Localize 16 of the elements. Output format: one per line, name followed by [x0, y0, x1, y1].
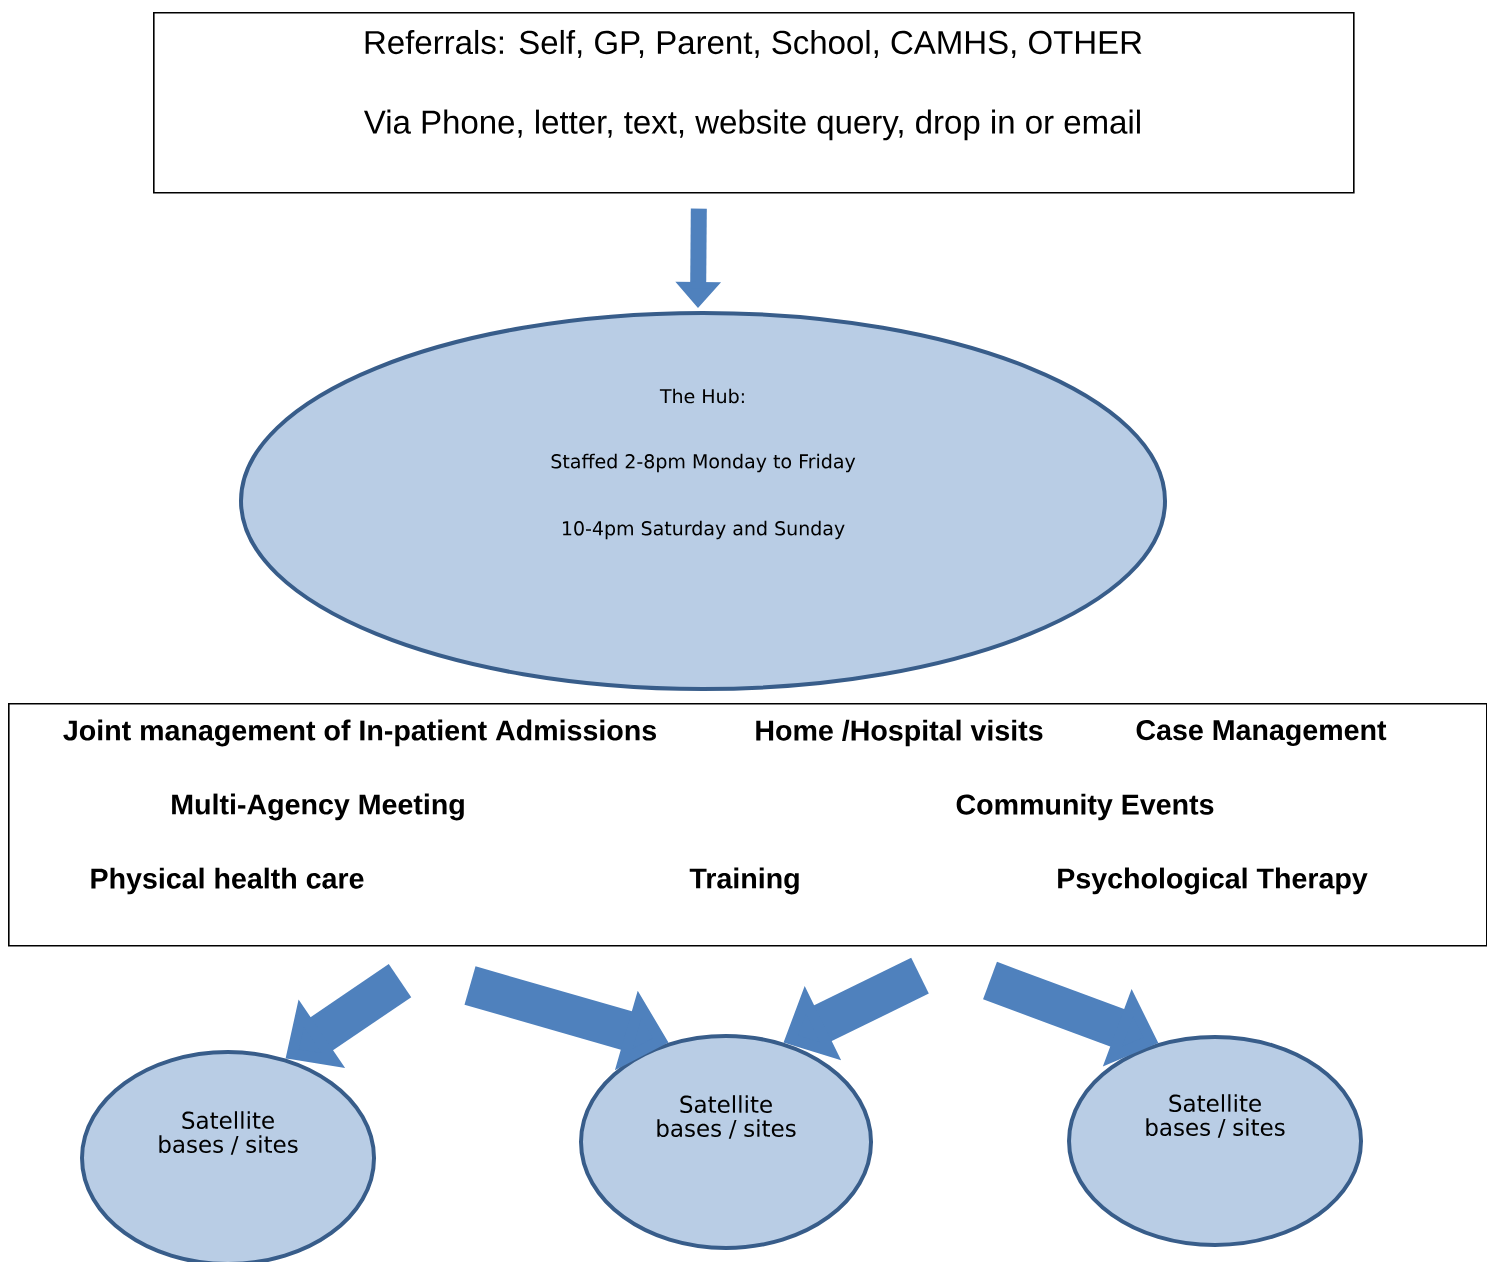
hub-text: The Hub:	[659, 388, 744, 404]
hub-text: 10-4pm Saturday and Sunday	[563, 520, 845, 540]
referral-box	[153, 12, 1355, 194]
service-label: Training	[689, 867, 799, 895]
services-box	[8, 703, 1487, 947]
service-label: Community Events	[956, 793, 1214, 821]
hub-ellipse	[239, 311, 1167, 691]
referral-text: Referrals: Self, GP, Parent, School, CAMHS, OTHER	[365, 29, 1142, 59]
service-label: Psychological Therapy	[1058, 867, 1368, 895]
hub-text: Staffed 2-8pm Monday to Friday	[551, 453, 856, 473]
service-label: Multi-Agency Meeting	[172, 793, 464, 821]
service-label: Case Management	[1136, 719, 1387, 746]
referral-text: Via Phone, letter, text, website query, drop in or email	[364, 109, 1140, 141]
service-label: Physical health care	[91, 867, 364, 895]
service-label: Home /Hospital visits	[756, 719, 1043, 747]
service-label: Joint management of In-patient Admissions	[63, 719, 656, 747]
